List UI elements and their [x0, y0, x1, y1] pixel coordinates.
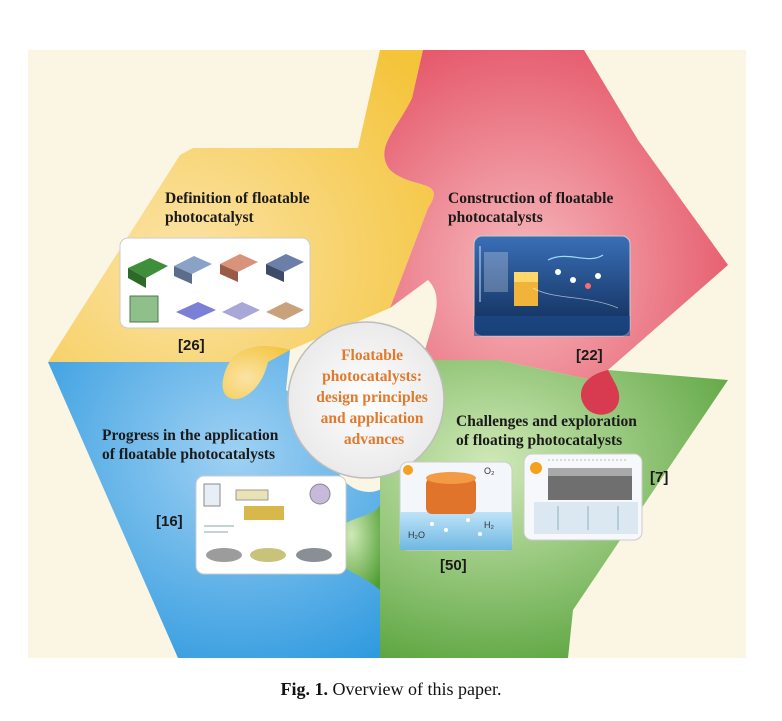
- inset-challenges-50: O₂ H₂O H₂ [50]: [399, 461, 513, 574]
- title-definition: Definition of floatable photocatalyst: [165, 190, 314, 226]
- caption-text: Overview of this paper.: [332, 679, 502, 699]
- ref-definition: [26]: [178, 337, 205, 354]
- quadrant-construction: [384, 50, 728, 415]
- title-progress: Progress in the application of floatable…: [102, 427, 282, 463]
- label-h2: H₂: [484, 520, 494, 530]
- floating-catalyst-illustration: [400, 465, 512, 550]
- evaporation-illustration: [530, 459, 638, 534]
- inset-construction: [22]: [473, 235, 631, 364]
- ref-construction: [22]: [576, 347, 603, 364]
- inset-progress: [16]: [156, 475, 347, 575]
- title-construction: Construction of floatable photocatalysts: [448, 190, 617, 226]
- energy-band-illustration: [474, 246, 630, 336]
- knob-red-bottom: [580, 370, 620, 415]
- ref-challenges-7: [7]: [650, 469, 668, 486]
- caption-label: Fig. 1.: [280, 679, 329, 699]
- center-title: Floatable photocatalysts: design princip…: [316, 347, 431, 448]
- inset-definition: [26]: [119, 237, 311, 354]
- knob-yellow-left: [222, 346, 290, 400]
- title-challenges: Challenges and exploration of floating p…: [456, 413, 641, 449]
- application-illustration: [203, 483, 332, 562]
- ref-challenges-50: [50]: [440, 557, 467, 574]
- center-circle: [287, 321, 445, 479]
- label-h2o: H₂O: [408, 530, 425, 540]
- ref-progress: [16]: [156, 513, 183, 530]
- figure-caption: Fig. 1. Overview of this paper.: [0, 679, 782, 700]
- inset-challenges-7: [7]: [523, 453, 668, 541]
- fabrication-steps-illustration: [128, 254, 304, 323]
- overview-figure: Floatable photocatalysts: design princip…: [28, 50, 746, 658]
- label-o2: O₂: [484, 466, 495, 476]
